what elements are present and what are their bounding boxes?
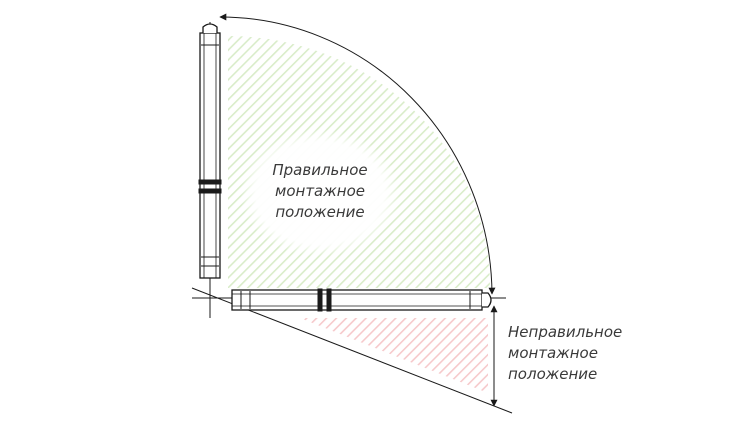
horizontal-pump — [231, 288, 492, 312]
vertical-pump — [198, 23, 222, 279]
incorrect-label-line1: Неправильное — [508, 323, 623, 341]
correct-label-line1: Правильное — [272, 161, 368, 179]
incorrect-position-label: Неправильное монтажное положение — [508, 322, 622, 385]
rotation-arc — [219, 13, 496, 295]
incorrect-zone — [300, 318, 488, 393]
incorrect-label-line3: положение — [508, 365, 598, 383]
correct-position-label: Правильное монтажное положение — [262, 160, 378, 223]
correct-label-line2: монтажное — [275, 182, 365, 200]
correct-label-line3: положение — [275, 203, 365, 221]
incorrect-label-line2: монтажное — [508, 344, 598, 362]
